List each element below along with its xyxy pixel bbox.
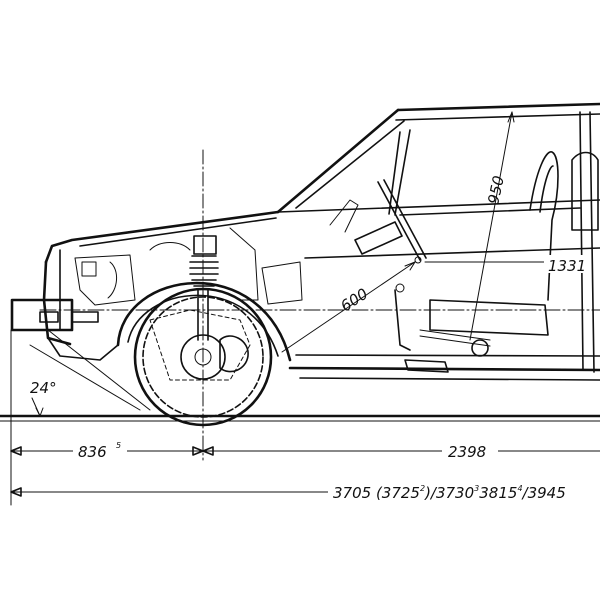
engine-bay-detail [74,227,303,306]
approach-angle-label: 24° [30,379,57,397]
cabin-length-label: 1331 [548,257,586,275]
headroom-dimension-line [469,111,513,341]
overall-length-note-c: 4 [517,484,522,493]
overall-length-mid2: 3815 [479,484,517,502]
front-overhang-text: 836 [78,443,107,461]
front-seat [419,151,559,357]
car-body [10,102,600,381]
overall-length-note-a: 2 [420,484,425,493]
rear-seat [571,151,599,231]
front-overhang-note-text: 5 [116,441,121,450]
overall-length-tail: /3945 [521,484,566,502]
headroom-label: 950 [484,174,508,206]
seat-height-dimension-line [281,261,416,353]
approach-angle-guide [47,329,151,411]
svg-text:3705 (37252)/3730338154/3945: 3705 (37252)/3730338154/3945 [333,484,566,502]
pedals-and-shifter [329,199,449,373]
approach-angle-line [29,344,141,411]
overall-length-mid: )/3730 [424,484,474,502]
overall-length-label: 3705 (3725 [333,484,420,502]
steering-wheel [354,179,427,264]
overall-length-note-b: 3 [474,484,479,493]
suspension-strut [149,235,251,381]
wheelbase-label: 2398 [448,443,486,461]
front-wheel [133,287,273,427]
